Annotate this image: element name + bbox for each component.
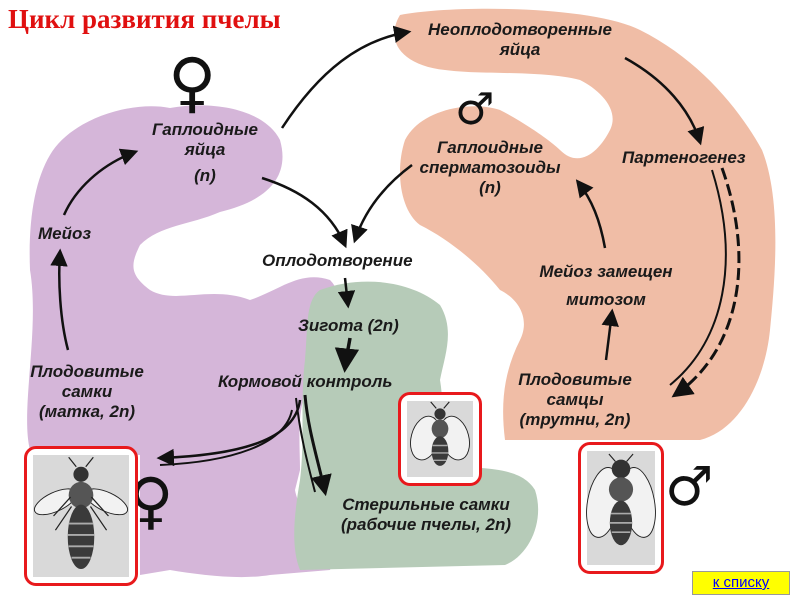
- arrow-eggs-to-fertilization: [262, 178, 345, 245]
- male-symbol-icon: ♂: [665, 460, 713, 514]
- label-fertile-females: Плодовитые самки (матка, 2n): [18, 362, 156, 422]
- drone-bee-image: [578, 442, 664, 574]
- label-parthenogenesis: Партеногенез: [622, 148, 746, 168]
- label-meiosis-replaced-by-mitosis: Мейоз замещен митозом: [522, 258, 690, 314]
- queen-bee-image: [24, 446, 138, 586]
- male-symbol-icon: ♂: [455, 88, 494, 132]
- label-meiosis: Мейоз: [38, 224, 91, 244]
- arrow-to-unfertilized-eggs: [282, 32, 408, 128]
- label-fertilization: Оплодотворение: [262, 251, 413, 271]
- label-sterile-females: Стерильные самки (рабочие пчелы, 2n): [326, 495, 526, 535]
- label-zygote: Зигота (2n): [298, 316, 399, 336]
- label-fertile-males: Плодовитые самцы (трутни, 2n): [505, 370, 645, 430]
- worker-bee-image: [398, 392, 482, 486]
- slide-title: Цикл развития пчелы: [8, 4, 281, 35]
- label-haploid-sperm: Гаплоидные сперматозоиды (n): [405, 138, 575, 198]
- female-symbol-icon: ♀: [168, 50, 216, 116]
- label-feeding-control: Кормовой контроль: [218, 372, 392, 392]
- back-to-list-link[interactable]: к списку: [692, 571, 790, 595]
- label-haploid-eggs: Гаплоидные яйца (n): [135, 120, 275, 186]
- label-unfertilized-eggs: Неоплодотворенные яйца: [410, 20, 630, 60]
